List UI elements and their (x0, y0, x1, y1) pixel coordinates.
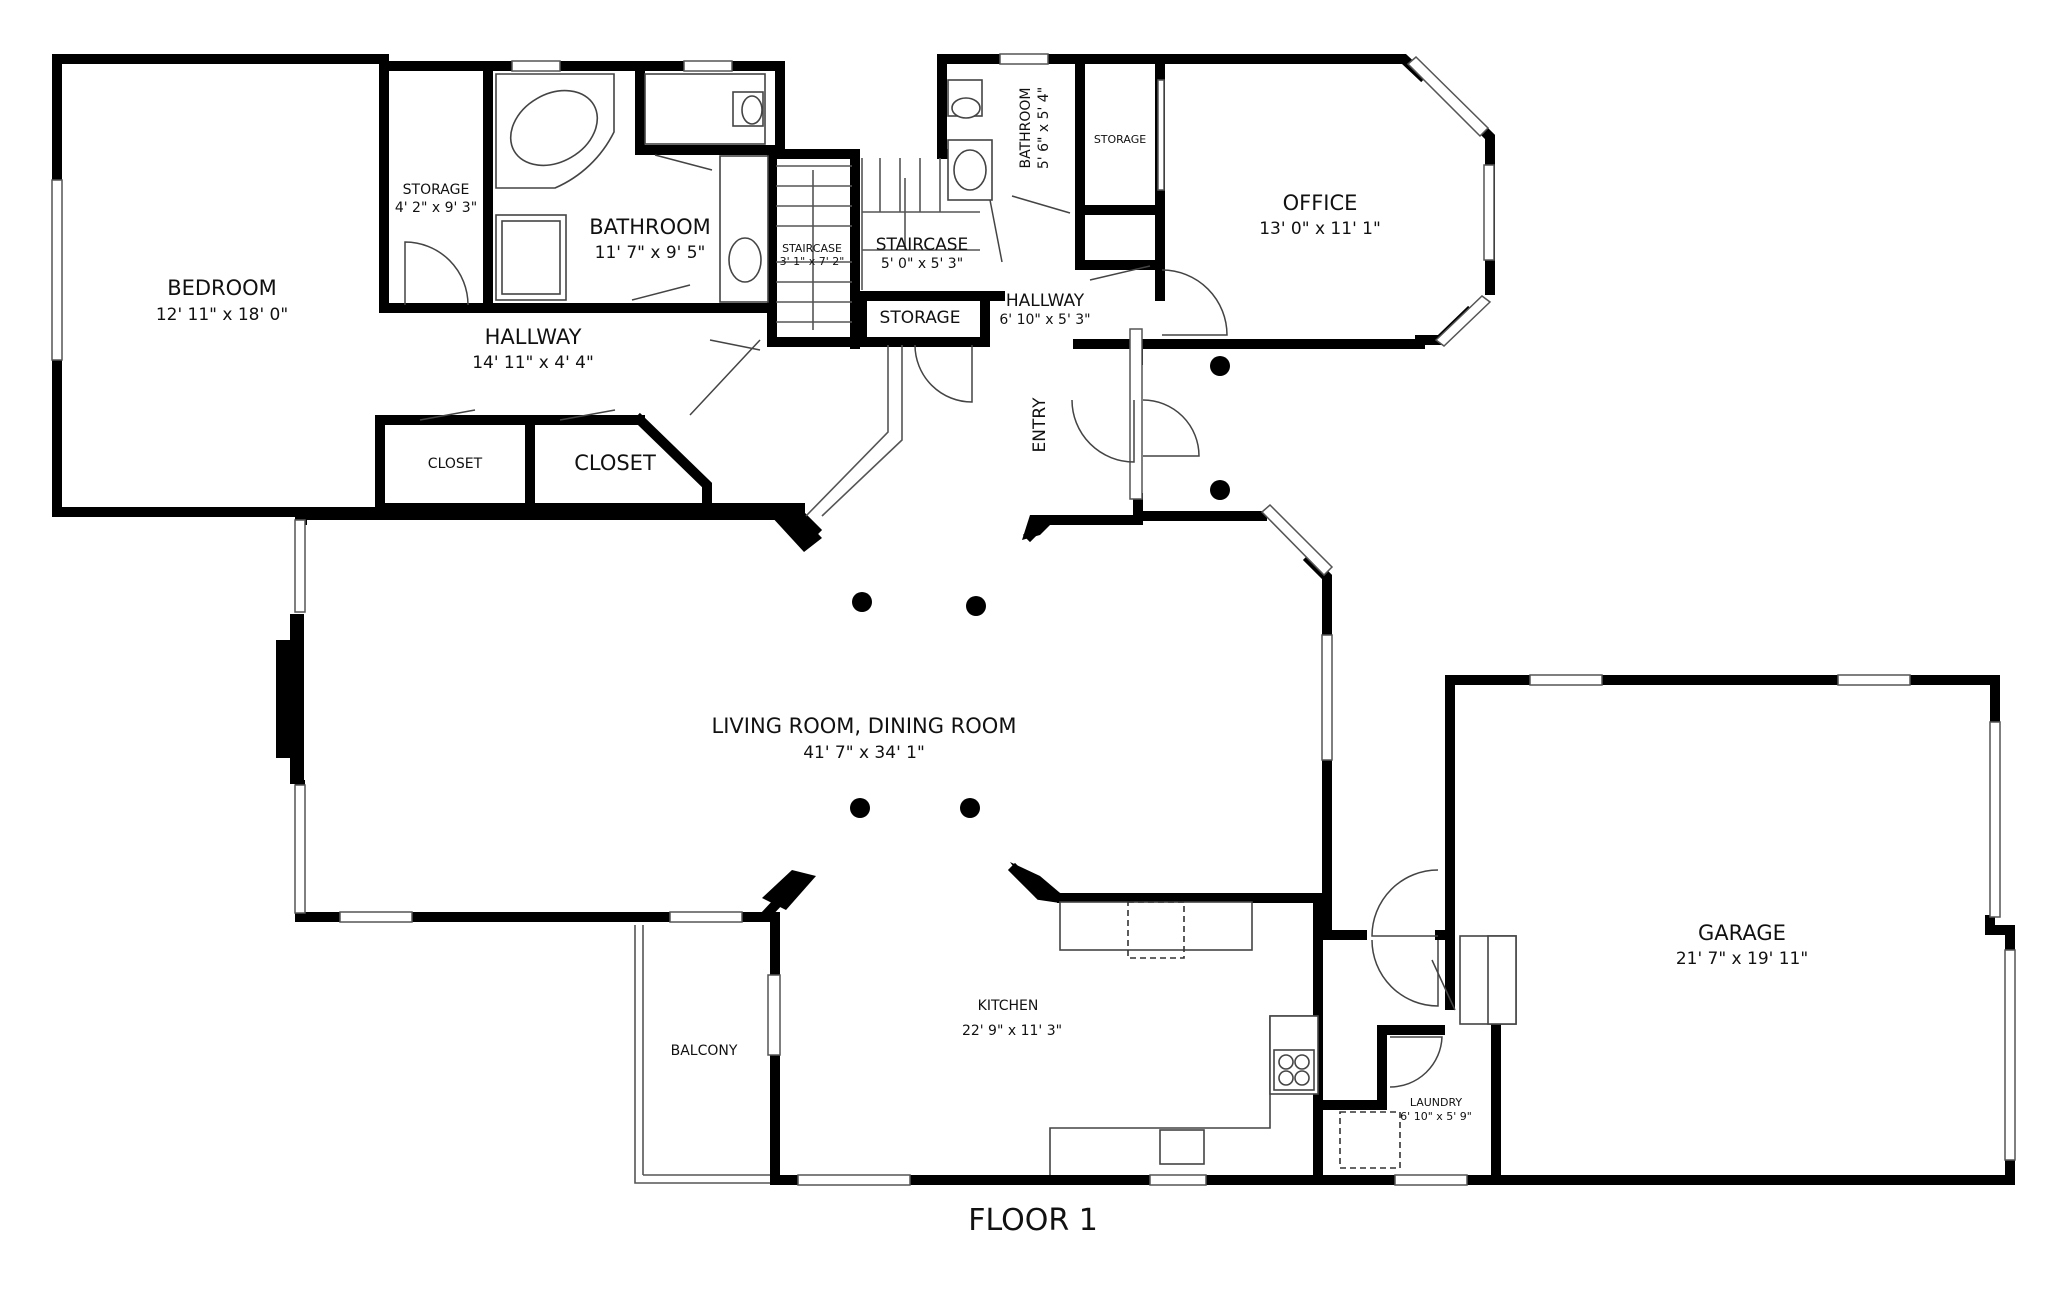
office-dim: 13' 0" x 11' 1" (1259, 219, 1381, 239)
hallway-1-dim: 14' 11" x 4' 4" (472, 353, 594, 373)
living-name: LIVING ROOM, DINING ROOM (712, 714, 1017, 738)
columns (850, 356, 1230, 818)
room-labels: BEDROOM 12' 11" x 18' 0" STORAGE 4' 2" x… (156, 87, 1808, 1238)
kitchen-dim: 22' 9" x 11' 3" (962, 1023, 1062, 1039)
storage-1-name: STORAGE (403, 182, 470, 198)
staircase-2-name: STAIRCASE (876, 235, 969, 255)
kitchen-name: KITCHEN (978, 998, 1039, 1014)
balcony-outline (634, 925, 771, 1184)
balcony-name: BALCONY (671, 1043, 738, 1059)
living-dim: 41' 7" x 34' 1" (803, 743, 925, 763)
staircase-1-name: STAIRCASE (782, 242, 842, 255)
hallway-1-name: HALLWAY (485, 325, 582, 349)
bedroom-dim: 12' 11" x 18' 0" (156, 305, 288, 325)
wall-stubs (762, 515, 1066, 910)
storage-1-dim: 4' 2" x 9' 3" (395, 200, 477, 216)
storage-2-name: STORAGE (880, 308, 961, 328)
entry-name: ENTRY (1030, 397, 1050, 453)
garage-dim: 21' 7" x 19' 11" (1676, 949, 1808, 969)
staircase-2-dim: 5' 0" x 5' 3" (881, 256, 963, 272)
laundry-dim: 6' 10" x 5' 9" (1400, 1110, 1472, 1123)
bathroom-1-dim: 11' 7" x 9' 5" (595, 243, 706, 263)
laundry-name: LAUNDRY (1410, 1096, 1463, 1109)
staircase-1-dim: 3' 1" x 7' 2" (780, 255, 845, 268)
bathroom-2-dim: 5' 6" x 5' 4" (1036, 87, 1052, 169)
windows (51, 53, 2016, 1186)
closet-2-name: CLOSET (574, 451, 656, 475)
bathroom-1-name: BATHROOM (589, 215, 711, 239)
closet-1-name: CLOSET (428, 456, 483, 472)
garage-name: GARAGE (1698, 921, 1786, 945)
bathroom-2-name: BATHROOM (1018, 87, 1034, 168)
hallway-2-dim: 6' 10" x 5' 3" (999, 312, 1090, 328)
office-name: OFFICE (1283, 191, 1358, 215)
stair-treads (776, 158, 980, 330)
bedroom-name: BEDROOM (167, 276, 277, 300)
doors (404, 154, 1456, 1088)
storage-3-name: STORAGE (1094, 133, 1146, 146)
hallway-2-name: HALLWAY (1006, 291, 1085, 311)
fixtures (495, 73, 1517, 1175)
floor-label: FLOOR 1 (968, 1203, 1098, 1238)
